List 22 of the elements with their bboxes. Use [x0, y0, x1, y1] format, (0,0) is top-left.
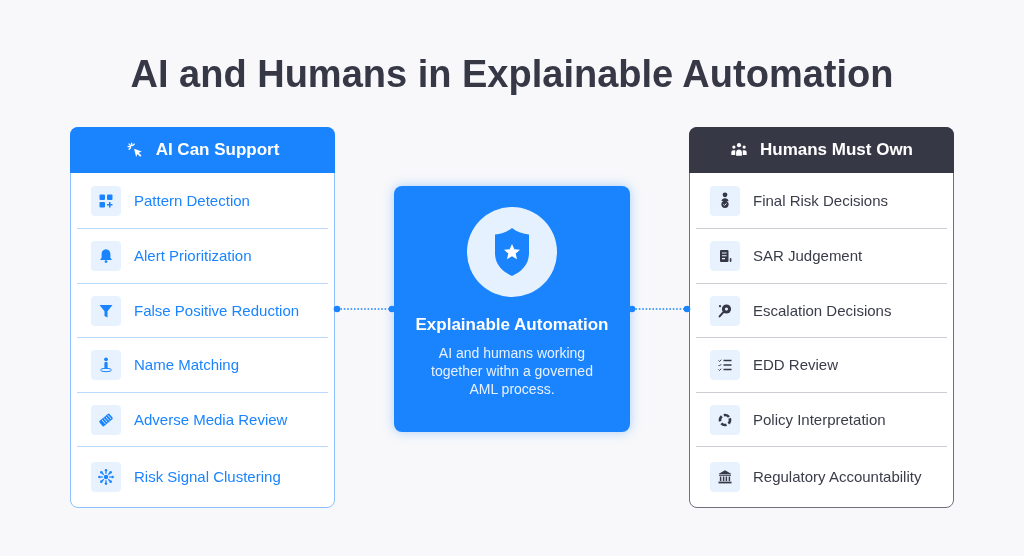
dotted-connector: [628, 305, 691, 313]
item-label: Adverse Media Review: [134, 409, 288, 430]
item-label: EDD Review: [753, 355, 839, 375]
dotted-connector: [333, 305, 396, 313]
item-label: Policy Interpretation: [753, 409, 886, 430]
item-label: False Positive Reduction: [134, 300, 300, 321]
diagram-title: AI and Humans in Explainable Automation: [130, 52, 894, 96]
item-label: Pattern Detection: [134, 190, 250, 211]
item-label: Escalation Decisions: [753, 300, 892, 321]
item-label: Name Matching: [134, 355, 240, 375]
card-description: AI and humans working together withn a governed AML process.: [430, 344, 594, 398]
item-label: Final Risk Decisions: [753, 190, 889, 211]
panel-card: [70, 127, 335, 508]
panel-heading: AI Can Support: [155, 139, 280, 161]
item-label: Regulatory Accountability: [753, 467, 922, 487]
info-card: [394, 186, 630, 432]
item-label: Alert Prioritization: [134, 246, 252, 266]
card-title: Explainable Automation: [415, 314, 609, 336]
item-label: Risk Signal Clustering: [134, 467, 281, 487]
item-label: SAR Judgement: [753, 246, 863, 266]
panel-heading: Humans Must Own: [760, 139, 913, 161]
panel-card: [689, 127, 954, 508]
